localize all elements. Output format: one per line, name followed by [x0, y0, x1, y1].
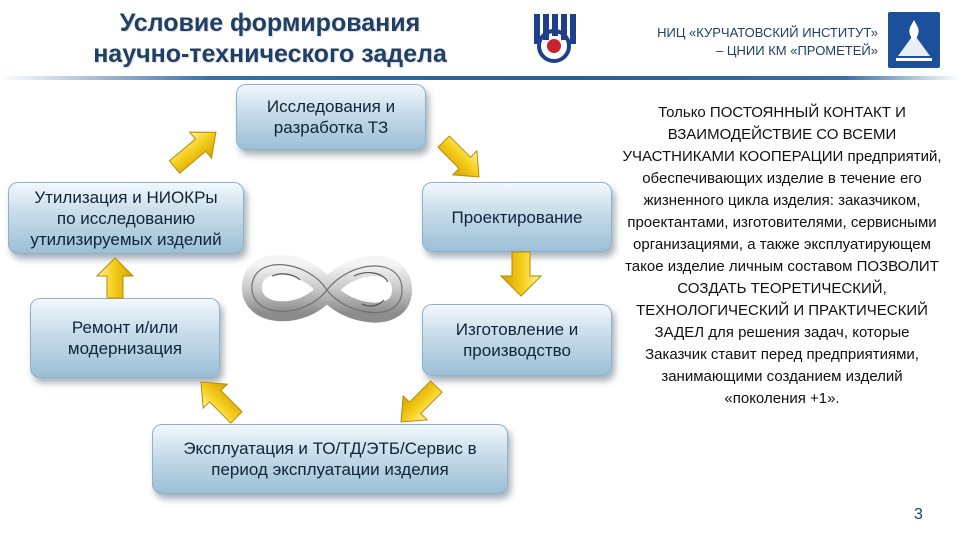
organization-name: НИЦ «КУРЧАТОВСКИЙ ИНСТИТУТ» – ЦНИИ КМ «П…	[578, 24, 878, 60]
stage-manufacturing-line-1: Изготовление и	[455, 320, 579, 339]
arrow-manufacturing-to-operation-icon	[400, 380, 443, 423]
slide-title-line-1: Условие формирования	[119, 9, 421, 37]
organization-line-1: НИЦ «КУРЧАТОВСКИЙ ИНСТИТУТ»	[657, 25, 878, 40]
stage-research-line-2: разработка ТЗ	[273, 118, 389, 137]
stage-manufacturing-line-2: производство	[463, 341, 571, 360]
arrow-research-to-design-icon	[437, 135, 480, 178]
stage-design-line-1: Проектирование	[451, 207, 583, 227]
stage-operation-line-2: период эксплуатации изделия	[211, 460, 449, 479]
stage-operation: Эксплуатация и ТО/ТД/ЭТБ/Сервис в период…	[152, 424, 508, 494]
header-divider	[0, 76, 960, 80]
arrow-design-to-manufacturing-icon	[499, 251, 543, 297]
infinity-strip-icon	[242, 254, 412, 323]
arrow-utilization-to-research-icon	[168, 131, 217, 174]
slide-title-line-2: научно-технического задела	[93, 40, 447, 68]
arrow-repair-to-utilization-icon	[95, 257, 135, 299]
stage-research: Исследования и разработка ТЗ	[236, 84, 426, 150]
prometey-logo-icon	[888, 12, 940, 68]
arrow-operation-to-repair-icon	[200, 381, 243, 424]
description-text: Только ПОСТОЯННЫЙ КОНТАКТ И ВЗАИМОДЕЙСТВ…	[622, 104, 942, 407]
stage-research-line-1: Исследования и	[266, 97, 396, 116]
page-number: 3	[914, 506, 923, 523]
slide-title: Условие формирования научно-технического…	[30, 8, 510, 70]
stage-utilization-line-2: по исследованию	[56, 208, 196, 228]
organization-line-2: – ЦНИИ КМ «ПРОМЕТЕЙ»	[716, 43, 878, 58]
stage-repair-line-1: Ремонт и/или	[71, 318, 179, 337]
stage-manufacturing: Изготовление и производство	[422, 304, 612, 376]
stage-repair-line-2: модернизация	[67, 339, 183, 358]
stage-utilization-line-3: утилизируемых изделий	[30, 229, 222, 249]
stage-utilization: Утилизация и НИОКРы по исследованию утил…	[8, 182, 244, 254]
stage-repair: Ремонт и/или модернизация	[30, 298, 220, 378]
kurchatov-logo-icon	[530, 12, 578, 64]
stage-operation-line-1: Эксплуатация и ТО/ТД/ЭТБ/Сервис в	[183, 439, 477, 458]
stage-utilization-line-1: Утилизация и НИОКРы	[34, 187, 218, 207]
stage-design: Проектирование	[422, 182, 612, 252]
